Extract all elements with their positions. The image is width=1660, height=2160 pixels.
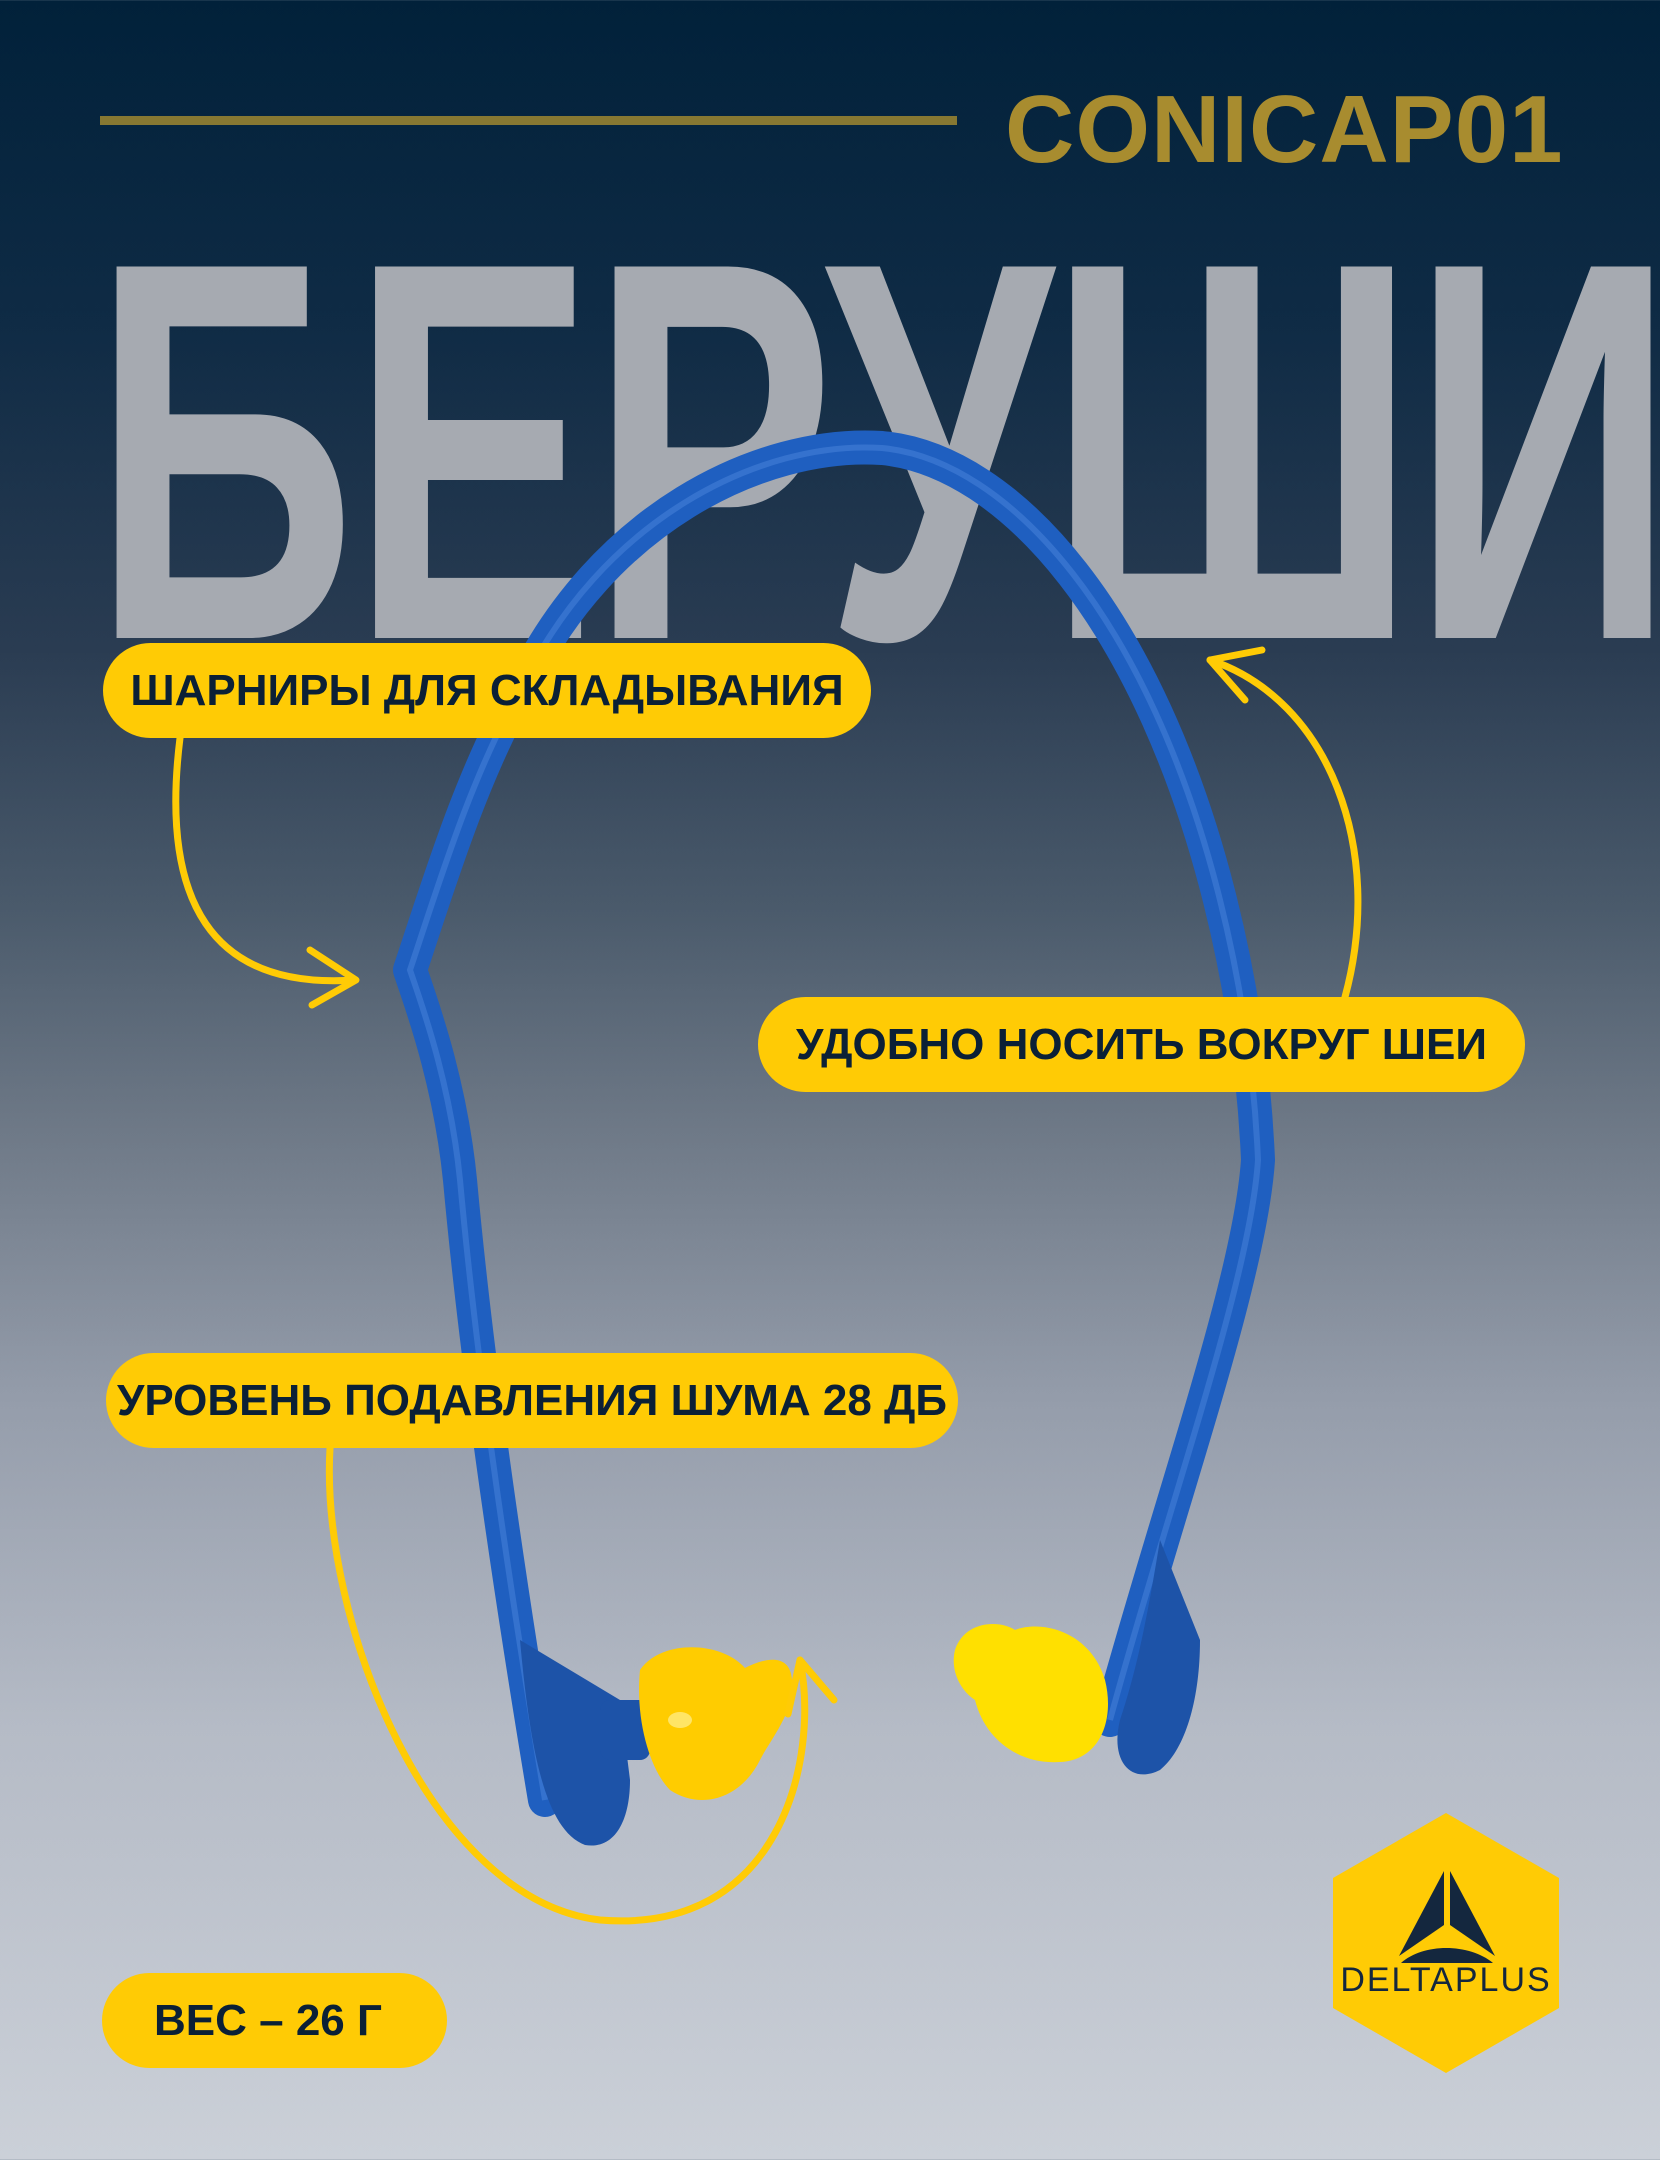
delta-triangle-icon [1399,1871,1495,1963]
arrow-to-hinge [172,734,359,985]
earplug-headband [393,430,1275,1846]
arrow-to-plug [325,1444,809,1925]
feature-pill-noise: УРОВЕНЬ ПОДАВЛЕНИЯ ШУМА 28 ДБ [106,1353,958,1448]
feature-label: УДОБНО НОСИТЬ ВОКРУГ ШЕИ [796,1019,1487,1069]
decorative-gold-line [100,116,957,125]
model-code: CONICAP01 [1005,76,1564,183]
feature-pill-weight: ВЕС – 26 Г [102,1973,447,2068]
feature-label: ВЕС – 26 Г [154,1995,382,2045]
feature-pill-hinges: ШАРНИРЫ ДЛЯ СКЛАДЫВАНИЯ [103,643,871,738]
callout-arrows [172,646,1362,1925]
feature-pill-neck: УДОБНО НОСИТЬ ВОКРУГ ШЕИ [758,997,1525,1092]
feature-label: УРОВЕНЬ ПОДАВЛЕНИЯ ШУМА 28 ДБ [116,1375,948,1425]
brand-logo [1333,1813,1559,2073]
arrow-to-band [1206,656,1362,1001]
brand-name: DELTAPLUS [1340,1961,1552,1999]
feature-label: ШАРНИРЫ ДЛЯ СКЛАДЫВАНИЯ [130,665,844,715]
